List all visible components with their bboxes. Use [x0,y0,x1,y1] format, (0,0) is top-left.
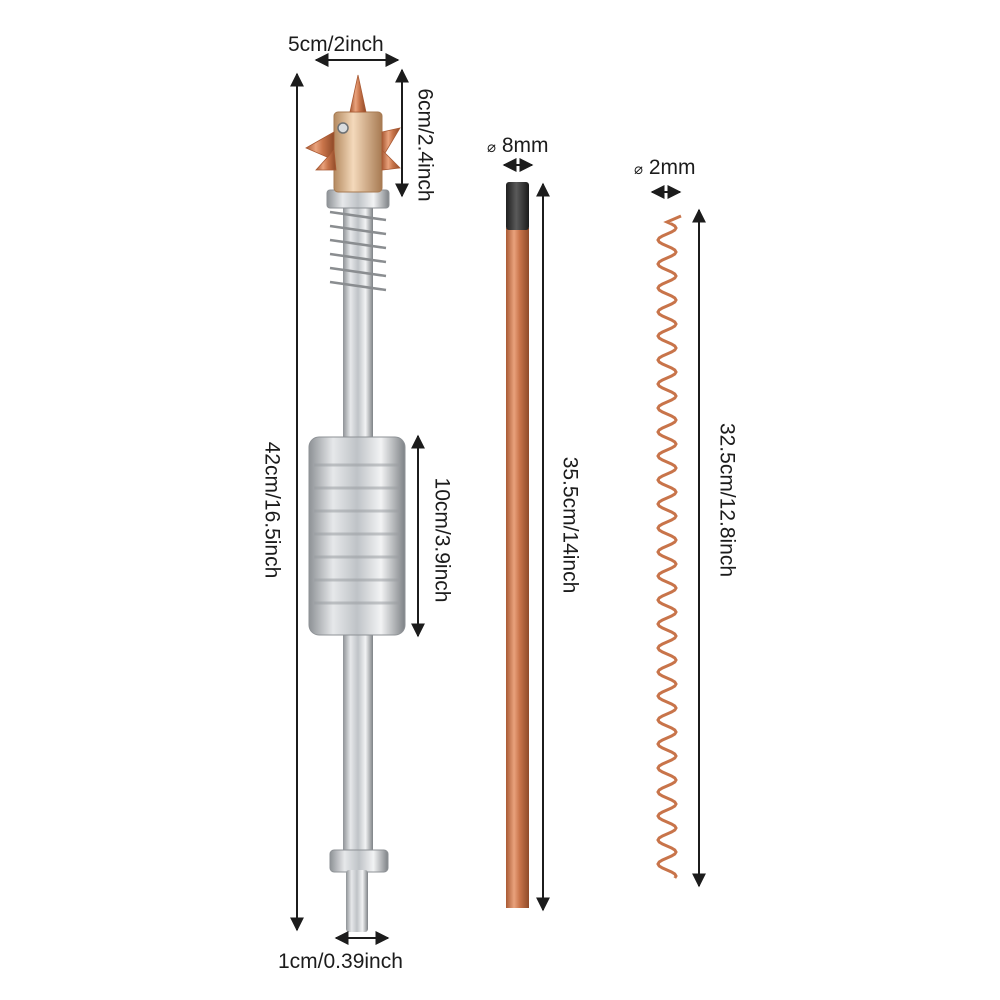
wave-wire [656,214,682,879]
label-rod-diameter: ⌀ 8mm [487,135,549,156]
puller-spring [329,210,387,292]
rod-diameter-value: 8mm [501,134,549,157]
carbon-rod-body [506,228,529,908]
label-rod-length: 35.5cm/14inch [558,456,582,594]
puller-collar [326,189,390,209]
label-total-length: 42cm/16.5inch [260,441,284,579]
wire-diameter-value: 2mm [648,156,696,179]
carbon-rod [506,182,529,908]
puller-head-screw [337,122,349,134]
label-head-width: 5cm/2inch [288,33,384,56]
diameter-icon: ⌀ [634,161,644,178]
label-wire-length: 32.5cm/12.8inch [715,422,739,578]
puller-head-spikes [305,74,401,171]
puller-tip [346,870,368,932]
label-weight-length: 10cm/3.9inch [430,477,454,603]
puller-nut [329,849,389,873]
label-tip-width: 1cm/0.39inch [278,950,403,973]
diameter-icon: ⌀ [487,139,497,156]
label-wire-diameter: ⌀ 2mm [634,157,696,178]
dimension-arrows [290,53,706,945]
label-head-height: 6cm/2.4inch [413,88,437,202]
puller-weight [308,436,406,636]
carbon-rod-tip [506,182,529,230]
slide-hammer-puller [305,74,406,932]
